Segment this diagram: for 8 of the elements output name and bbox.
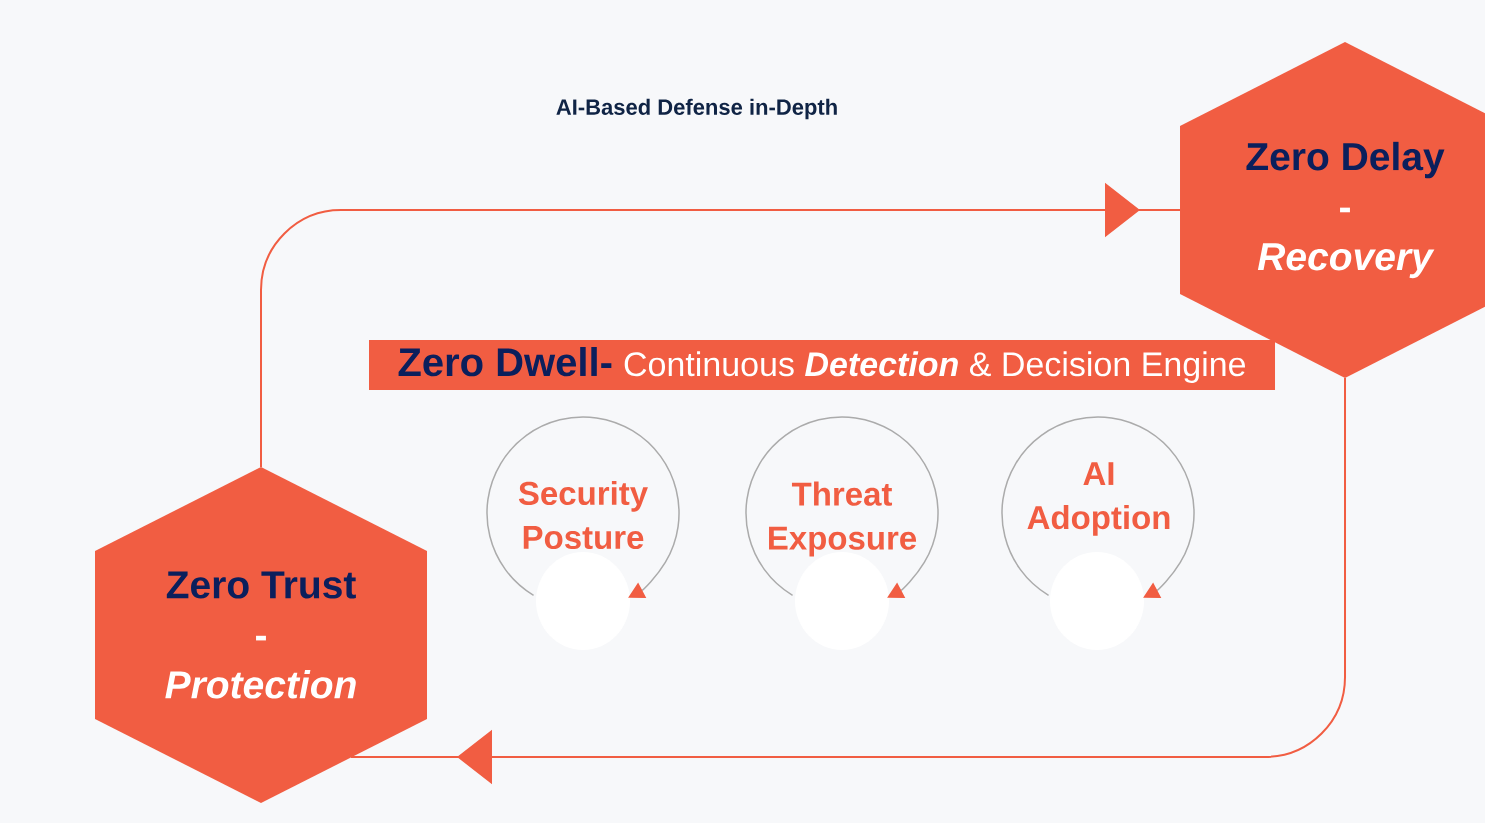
connector-arrow bbox=[260, 182, 1181, 468]
node-label: Security Posture bbox=[518, 480, 648, 550]
banner: Zero Dwell- Continuous Detection & Decision Engine bbox=[369, 340, 1275, 390]
node-label: AI Adoption bbox=[1027, 462, 1170, 536]
hexagon: Zero Trust - Protection bbox=[95, 467, 427, 803]
diagram-title: AI-Based Defense in-Depth bbox=[556, 98, 837, 120]
connector-arrow bbox=[350, 377, 1346, 785]
node-label: Threat Exposure bbox=[769, 481, 917, 557]
